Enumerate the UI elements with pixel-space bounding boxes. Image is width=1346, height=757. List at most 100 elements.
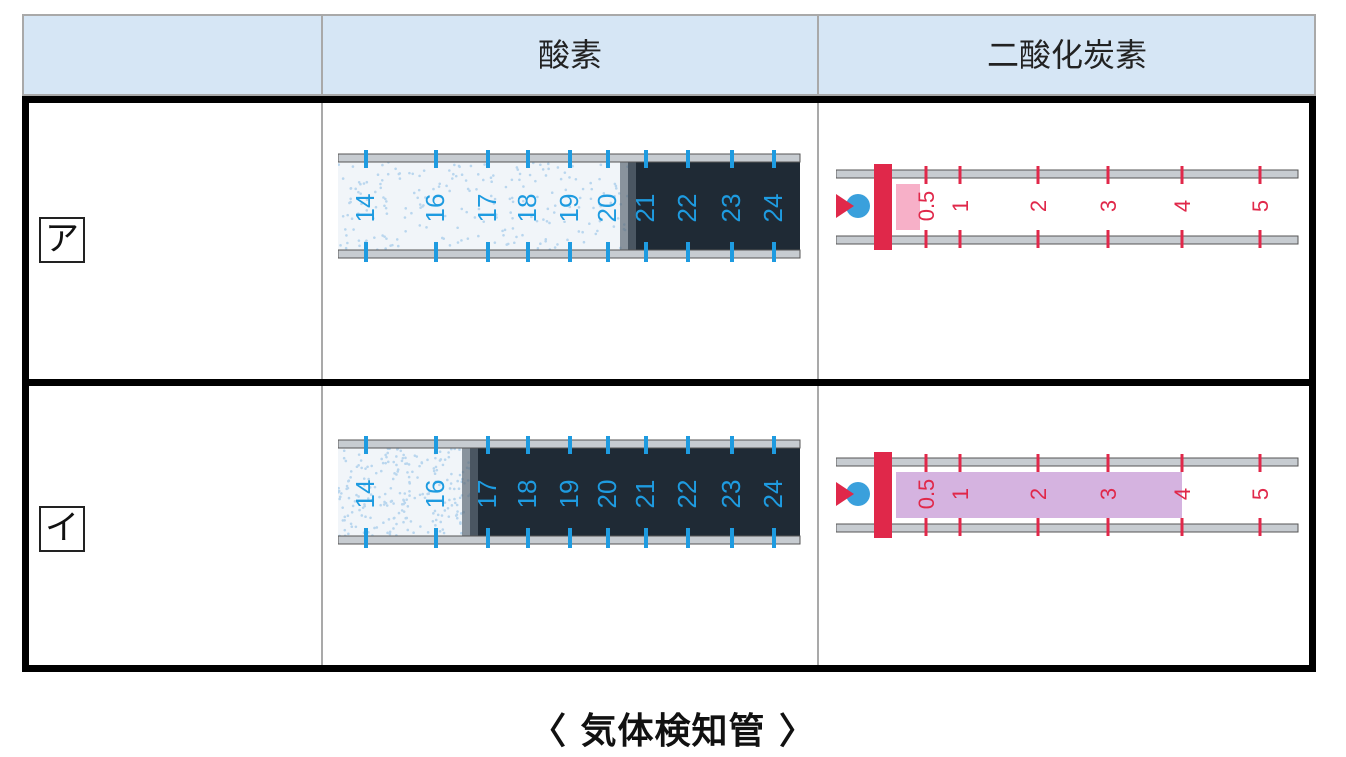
tube-rail-top: [836, 458, 1298, 466]
scale-label: 4: [1170, 488, 1195, 500]
tube-granule: [398, 173, 401, 176]
scale-label: 23: [716, 194, 746, 223]
tube-granule: [511, 178, 514, 181]
header-co2: 二酸化炭素: [818, 14, 1316, 96]
tube-granule: [564, 189, 567, 192]
tube-granule: [449, 244, 452, 247]
tube-granule: [358, 244, 361, 247]
tube-granule: [415, 455, 418, 458]
tube-granule: [388, 518, 391, 521]
tube-granule: [470, 165, 473, 168]
tube-granule: [452, 173, 455, 176]
tube-granule: [441, 237, 444, 240]
tube-granule: [404, 457, 407, 460]
tube-granule: [418, 175, 421, 178]
tube-granule: [588, 222, 591, 225]
tube-granule: [350, 470, 353, 473]
scale-label: 14: [350, 480, 380, 509]
tube-granule: [352, 228, 355, 231]
tube-granule: [434, 510, 437, 513]
tube-granule: [443, 532, 446, 535]
tube-granule: [385, 207, 388, 210]
tube-granule: [412, 531, 415, 534]
tube-granule: [350, 525, 353, 528]
tube-granule: [390, 487, 393, 490]
tube-granule: [456, 504, 459, 507]
header-empty: [22, 14, 322, 96]
tube-granule: [438, 182, 441, 185]
tube-granule: [490, 176, 493, 179]
tube-granule: [397, 245, 400, 248]
tube-granule: [447, 451, 450, 454]
tube-granule: [360, 459, 363, 462]
scale-label: 18: [512, 480, 542, 509]
tube-granule: [434, 472, 437, 475]
tube-granule: [505, 243, 508, 246]
tube-granule: [513, 241, 516, 244]
tube-granule: [456, 513, 459, 516]
tube-granule: [504, 229, 507, 232]
tube-granule: [393, 517, 396, 520]
tube-granule: [433, 467, 436, 470]
tube-granule: [490, 180, 493, 183]
tube-granule: [403, 492, 406, 495]
tube-granule: [465, 211, 468, 214]
tube-granule: [404, 207, 407, 210]
tube-granule: [410, 520, 413, 523]
tube-granule: [389, 531, 392, 534]
tube-granule: [448, 515, 451, 518]
tube-granule: [370, 465, 373, 468]
tube-granule: [418, 465, 421, 468]
scale-label: 19: [554, 194, 584, 223]
tube-granule: [539, 163, 542, 166]
tube-granule: [339, 244, 342, 247]
tube-granule: [392, 461, 395, 464]
scale-label: 20: [592, 480, 622, 509]
tube-granule: [357, 191, 360, 194]
tube-granule: [467, 237, 470, 240]
tube-granule: [451, 504, 454, 507]
tube-granule: [613, 225, 616, 228]
tube-granule: [402, 498, 405, 501]
tube-granule: [615, 187, 618, 190]
stopper-band: [874, 164, 892, 250]
tube-granule: [448, 190, 451, 193]
tube-granule: [396, 470, 399, 473]
tube-granule: [352, 165, 355, 168]
scale-label: 24: [758, 194, 788, 223]
tube-granule: [408, 172, 411, 175]
tube-granule: [404, 230, 407, 233]
tube-granule: [389, 244, 392, 247]
tube-granule: [456, 480, 459, 483]
tube-granule: [590, 188, 593, 191]
tube-granule: [545, 174, 548, 177]
tube-granule: [343, 519, 346, 522]
tube-granule: [382, 462, 385, 465]
tube-granule: [441, 528, 444, 531]
scale-label: 2: [1026, 488, 1051, 500]
tube-granule: [548, 222, 551, 225]
tube-granule: [450, 482, 453, 485]
tube-granule: [343, 457, 346, 460]
tube-granule: [512, 227, 515, 230]
tube-granule: [542, 168, 545, 171]
gas-detector-table: 酸素 二酸化炭素 ア イ: [22, 14, 1316, 672]
tube-granule: [399, 492, 402, 495]
tube-granule: [458, 487, 461, 490]
tube-granule: [566, 239, 569, 242]
tube-granule: [387, 173, 390, 176]
tube-granule: [519, 173, 522, 176]
tube-granule: [350, 522, 353, 525]
tube-granule: [392, 478, 395, 481]
tube-granule: [366, 181, 369, 184]
tube-granule: [346, 214, 349, 217]
tube-granule: [451, 177, 454, 180]
row-label-a: ア: [39, 217, 85, 263]
tube-granule: [453, 164, 456, 167]
tube-granule: [386, 212, 389, 215]
tube-granule: [402, 521, 405, 524]
scale-label: 14: [350, 194, 380, 223]
tube-granule: [456, 226, 459, 229]
tube-granule: [380, 458, 383, 461]
tube-granule: [345, 488, 348, 491]
